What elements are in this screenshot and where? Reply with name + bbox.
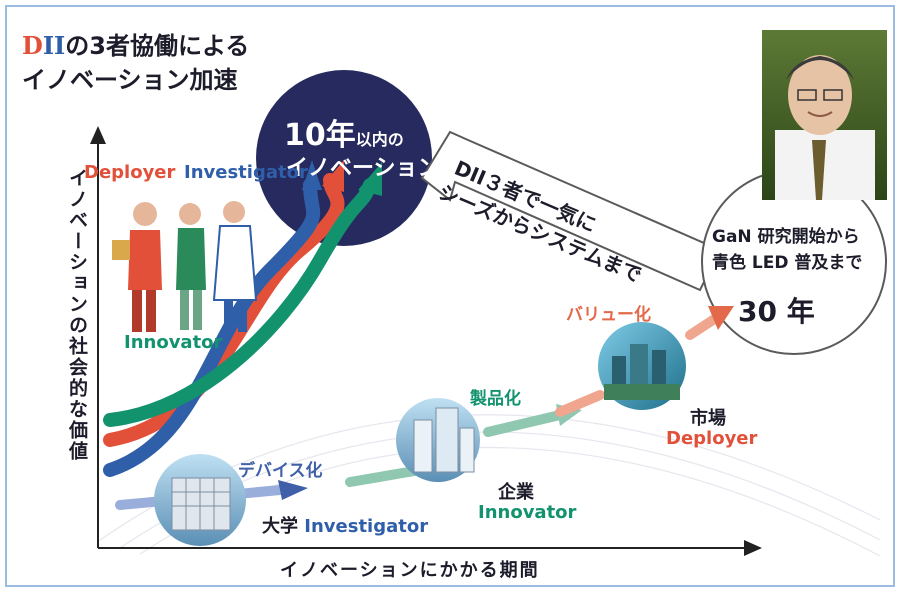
- portrait-photo: [762, 30, 887, 200]
- actor-market: 市場: [690, 408, 726, 429]
- title-line1: DIIの3者協働による: [22, 26, 249, 61]
- helix-innovator: [103, 178, 377, 427]
- helix-arrowheads: [302, 160, 382, 196]
- market-city-photo: [598, 322, 686, 410]
- title-line2: イノベーション加速: [22, 66, 238, 94]
- actor-university-role: Investigator: [304, 516, 429, 537]
- label-investigator: Investigator: [184, 162, 308, 183]
- people-illustration: [112, 201, 258, 332]
- arrowhead-investigator: [302, 160, 322, 190]
- label-deployer: Deployer: [84, 162, 176, 183]
- bubble-10-number: 10年: [284, 118, 356, 153]
- bubble-30-line2: 青色 LED 普及まで: [712, 253, 863, 273]
- stage-product: 製品化: [470, 389, 521, 409]
- x-axis-label: イノベーションにかかる期間: [280, 560, 540, 581]
- arrowhead-innovator: [358, 162, 382, 196]
- title-d: D: [22, 31, 43, 60]
- actor-university: 大学 Investigator: [262, 512, 428, 538]
- actor-market-role: Deployer: [666, 428, 758, 449]
- actor-company-role: Innovator: [478, 502, 577, 523]
- bubble-10-suffix: 以内の: [355, 130, 404, 149]
- title-line1-rest: の3者協働による: [65, 32, 250, 60]
- bubble-30-line3: 30 年: [738, 295, 815, 328]
- bubble-30-line1: GaN 研究開始から: [712, 227, 860, 247]
- actor-company: 企業: [498, 482, 534, 503]
- stage-arrows: [115, 306, 734, 510]
- bubble-10-line1: 10年以内の: [284, 110, 404, 154]
- label-innovator: Innovator: [124, 332, 223, 353]
- university-building-photo: [154, 454, 246, 546]
- frame-border: [5, 5, 895, 587]
- company-buildings-photo: [396, 398, 480, 482]
- title-ii: II: [42, 31, 66, 60]
- innovation-bubble: [256, 70, 432, 246]
- bubble-10-line2: イノベーション: [286, 156, 440, 181]
- arrowhead-deployer: [322, 160, 344, 192]
- stage-device: デバイス化: [238, 461, 323, 481]
- actor-university-label: 大学: [262, 516, 298, 537]
- y-axis-label: イノベーションの社会的な価値: [66, 168, 88, 462]
- stage-value: バリュー化: [566, 305, 651, 325]
